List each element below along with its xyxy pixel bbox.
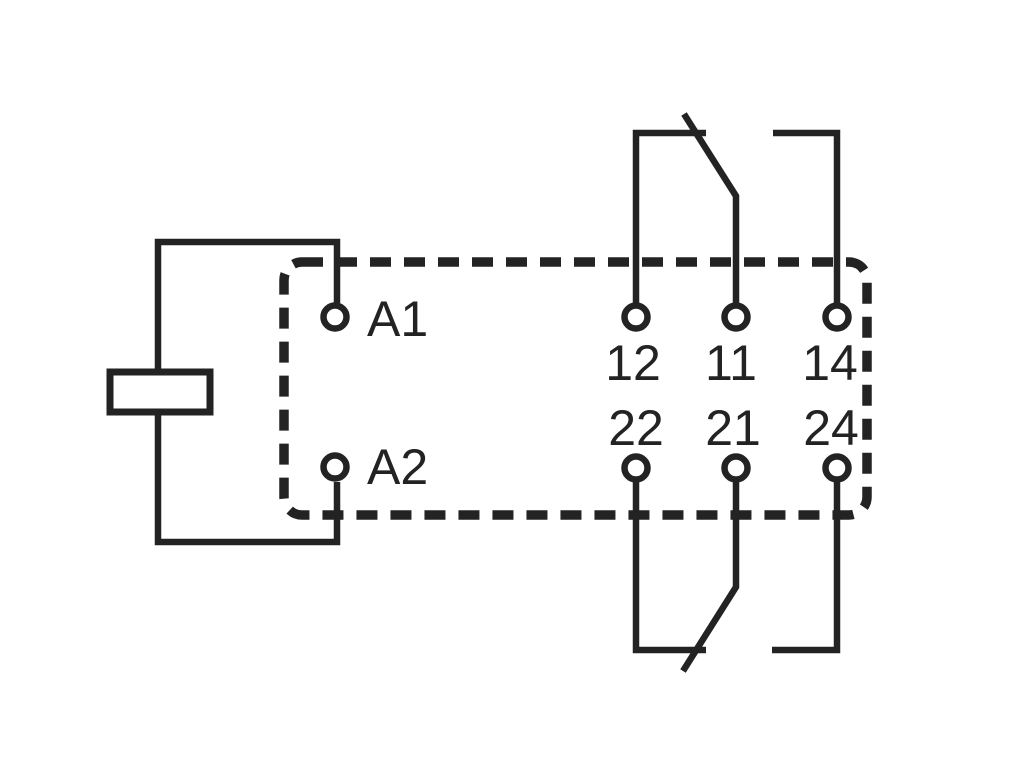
no-contact-arm-bottom: [772, 482, 841, 654]
terminal-circle-11: [721, 302, 751, 332]
terminal-circle-21: [721, 453, 751, 483]
terminal-circle-22: [621, 453, 651, 483]
terminal-circle-12: [621, 302, 651, 332]
label-group: A1 A2 12 11 14 22 21 24: [367, 291, 859, 495]
no-contact-arm-top: [773, 129, 841, 303]
terminal-label-a1: A1: [367, 291, 428, 347]
terminal-label-21: 21: [705, 400, 761, 456]
terminal-circle-a1: [320, 302, 350, 332]
terminal-label-24: 24: [803, 400, 859, 456]
terminal-label-a2: A2: [367, 439, 428, 495]
terminal-circle-24: [822, 453, 852, 483]
nc-contact-arm-bottom: [632, 482, 706, 654]
terminal-label-12: 12: [605, 335, 661, 391]
terminal-label-11: 11: [705, 335, 757, 391]
relay-body-outline: [279, 257, 872, 520]
terminal-circle-a2: [320, 452, 350, 482]
terminal-label-14: 14: [802, 335, 858, 391]
movable-contact-lever-top: [681, 112, 740, 303]
wire-group: [106, 112, 872, 673]
movable-contact-lever-bottom: [680, 482, 740, 673]
coil-symbol: [106, 368, 214, 416]
terminal-label-22: 22: [608, 400, 664, 456]
coil-wire-lower: [154, 409, 341, 546]
terminal-circle-14: [822, 302, 852, 332]
nc-contact-arm-top: [632, 129, 706, 303]
coil-wire-upper: [154, 238, 341, 375]
